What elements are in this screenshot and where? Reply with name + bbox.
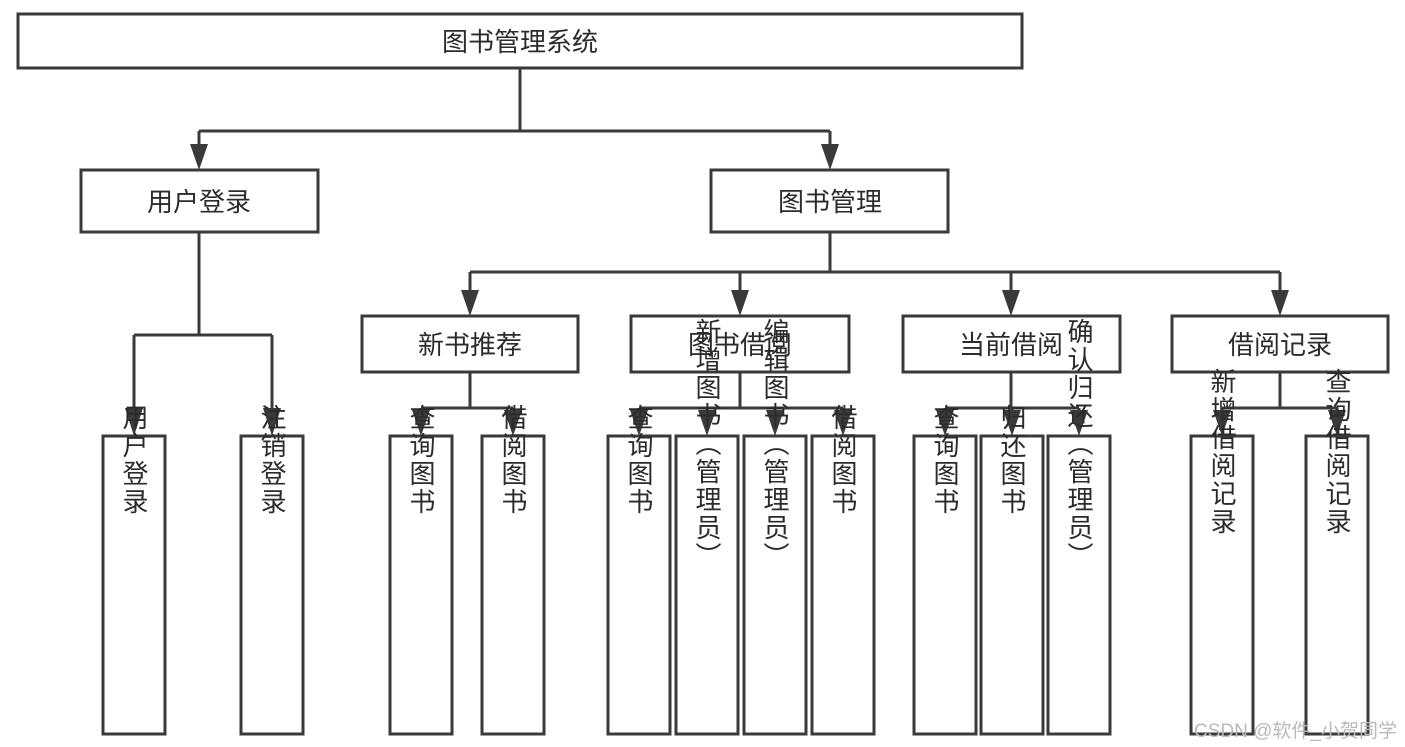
leaf-borrow-record-0-box[interactable] xyxy=(1189,434,1255,736)
leaf-current-borrow-1-box[interactable] xyxy=(979,434,1045,736)
leaf-book-borrow-1-box[interactable] xyxy=(674,434,740,736)
arrow-head-current-borrow-leaf-1 xyxy=(1003,410,1021,436)
leaf-book-borrow-2-box[interactable] xyxy=(742,434,808,736)
leaf-book-borrow-1[interactable]: 新增图书（管理员） xyxy=(674,318,740,736)
arrow-head-new-book-recommend xyxy=(461,290,479,316)
arrow-head-borrow-record xyxy=(1271,290,1289,316)
leaf-borrow-record-1[interactable]: 查询借阅记录 xyxy=(1304,368,1370,736)
arrow-head-new-book-leaf-0 xyxy=(412,410,430,436)
connector-group-user-login xyxy=(125,232,281,436)
leaf-current-borrow-2[interactable]: 确认归还（管理员） xyxy=(1046,318,1112,736)
leaf-new-book-recommend-1-box[interactable] xyxy=(480,434,546,736)
node-borrow-record[interactable]: 借阅记录 xyxy=(1170,314,1390,374)
leaf-book-borrow-3-label: 借阅图书 xyxy=(828,404,858,516)
leaf-new-book-recommend-1[interactable]: 借阅图书 xyxy=(480,404,546,736)
node-root-system[interactable]: 图书管理系统 xyxy=(16,12,1024,70)
leaf-new-book-recommend-0[interactable]: 查询图书 xyxy=(388,404,454,736)
leaf-book-borrow-2[interactable]: 编辑图书（管理员） xyxy=(742,318,808,736)
leaf-book-borrow-0-box[interactable] xyxy=(606,434,672,736)
leaf-user-login-0-box[interactable] xyxy=(101,434,167,736)
arrow-head-book-borrow-leaf-1 xyxy=(698,410,716,436)
leaf-current-borrow-0[interactable]: 查询图书 xyxy=(912,404,978,736)
connector-group-root xyxy=(190,68,839,170)
leaf-borrow-record-0-label: 新增借阅记录 xyxy=(1207,368,1237,536)
node-root-system-label: 图书管理系统 xyxy=(442,27,598,57)
node-book-borrow-label: 图书借阅 xyxy=(688,330,792,360)
connector-group-borrow-record xyxy=(1213,372,1346,436)
leaf-new-book-recommend-1-label: 借阅图书 xyxy=(498,404,528,516)
arrow-head-current-borrow-leaf-0 xyxy=(936,410,954,436)
leaf-user-login-0-label: 用户登录 xyxy=(119,404,149,516)
leaf-book-borrow-3[interactable]: 借阅图书 xyxy=(810,404,876,736)
leaf-book-borrow-0[interactable]: 查询图书 xyxy=(606,404,672,736)
node-current-borrow-box[interactable] xyxy=(901,314,1122,374)
node-user-login-box[interactable] xyxy=(79,168,320,234)
node-book-manage-label: 图书管理 xyxy=(778,187,882,217)
leaf-current-borrow-2-box[interactable] xyxy=(1046,434,1112,736)
arrow-head-book-borrow-leaf-2 xyxy=(766,410,784,436)
leaf-borrow-record-0[interactable]: 新增借阅记录 xyxy=(1189,368,1255,736)
node-user-login-label: 用户登录 xyxy=(147,187,251,217)
arrow-head-book-manage xyxy=(821,144,839,170)
arrow-head-book-borrow-leaf-3 xyxy=(834,410,852,436)
arrow-head-book-borrow-leaf-0 xyxy=(630,410,648,436)
arrow-head-user-login-leaf-1 xyxy=(263,408,281,436)
connector-group-book-manage xyxy=(461,232,1289,316)
leaf-user-login-0[interactable]: 用户登录 xyxy=(101,404,167,736)
leaf-current-borrow-0-label: 查询图书 xyxy=(930,404,960,516)
node-book-borrow[interactable]: 图书借阅 xyxy=(629,314,851,374)
node-book-manage[interactable]: 图书管理 xyxy=(709,168,950,234)
arrow-head-borrow-record-leaf-1 xyxy=(1328,410,1346,436)
leaf-book-borrow-0-label: 查询图书 xyxy=(624,404,654,516)
arrow-head-new-book-leaf-1 xyxy=(504,410,522,436)
arrow-head-borrow-record-leaf-0 xyxy=(1213,410,1231,436)
connector-group-current-borrow xyxy=(936,372,1088,436)
leaf-current-borrow-2-label: 确认归还（管理员） xyxy=(1064,318,1094,570)
leaf-book-borrow-2-label: 编辑图书（管理员） xyxy=(760,318,790,570)
leaf-book-borrow-3-box[interactable] xyxy=(810,434,876,736)
leaf-borrow-record-1-label: 查询借阅记录 xyxy=(1322,368,1352,536)
node-current-borrow[interactable]: 当前借阅 xyxy=(901,314,1122,374)
arrow-head-user-login-leaf-0 xyxy=(125,408,143,436)
connector-group-book-borrow xyxy=(630,372,852,436)
arrow-head-current-borrow-leaf-2 xyxy=(1070,410,1088,436)
node-new-book-recommend-box[interactable] xyxy=(360,314,580,374)
node-borrow-record-box[interactable] xyxy=(1170,314,1390,374)
node-borrow-record-label: 借阅记录 xyxy=(1228,330,1332,360)
node-current-borrow-label: 当前借阅 xyxy=(959,330,1063,360)
leaf-user-login-1-box[interactable] xyxy=(239,434,305,736)
leaf-new-book-recommend-0-box[interactable] xyxy=(388,434,454,736)
leaf-current-borrow-0-box[interactable] xyxy=(912,434,978,736)
node-book-borrow-box[interactable] xyxy=(629,314,851,374)
node-book-manage-box[interactable] xyxy=(709,168,950,234)
leaf-user-login-1[interactable]: 注销登录 xyxy=(239,404,305,736)
node-user-login[interactable]: 用户登录 xyxy=(79,168,320,234)
arrow-head-user-login xyxy=(190,144,208,170)
leaf-new-book-recommend-0-label: 查询图书 xyxy=(406,404,436,516)
connector-group-new-book-recommend xyxy=(412,372,522,436)
node-new-book-recommend-label: 新书推荐 xyxy=(418,330,522,360)
leaf-user-login-1-label: 注销登录 xyxy=(257,404,287,516)
arrow-head-book-borrow xyxy=(731,290,749,316)
leaf-borrow-record-1-box[interactable] xyxy=(1304,434,1370,736)
leaf-current-borrow-1[interactable]: 归还图书 xyxy=(979,404,1045,736)
node-root-system-box[interactable] xyxy=(16,12,1024,70)
leaf-current-borrow-1-label: 归还图书 xyxy=(997,404,1027,516)
arrow-head-current-borrow xyxy=(1002,290,1020,316)
node-new-book-recommend[interactable]: 新书推荐 xyxy=(360,314,580,374)
leaf-book-borrow-1-label: 新增图书（管理员） xyxy=(692,318,722,570)
